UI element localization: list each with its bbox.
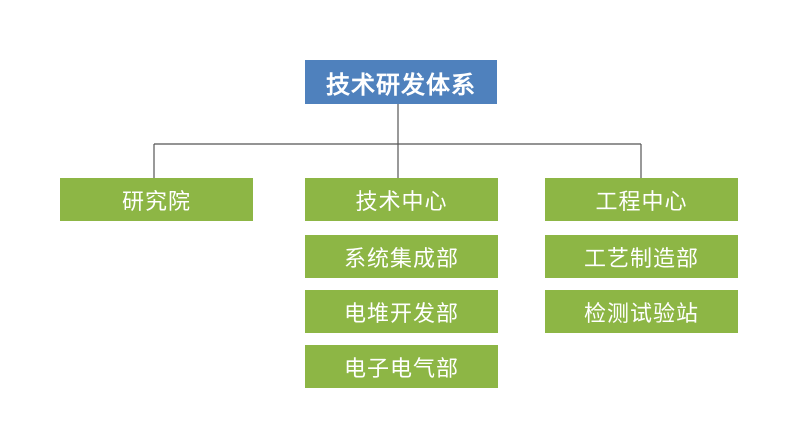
node-stack-development: 电堆开发部 [305,290,498,333]
node-testing-station: 检测试验站 [545,290,738,333]
node-engineering-center: 工程中心 [545,178,738,221]
node-tech-center: 技术中心 [305,178,498,221]
node-electrical-electronics: 电子电气部 [305,345,498,388]
node-research-institute: 研究院 [60,178,253,221]
node-system-integration: 系统集成部 [305,235,498,278]
node-process-manufacturing: 工艺制造部 [545,235,738,278]
root-node: 技术研发体系 [305,60,497,104]
